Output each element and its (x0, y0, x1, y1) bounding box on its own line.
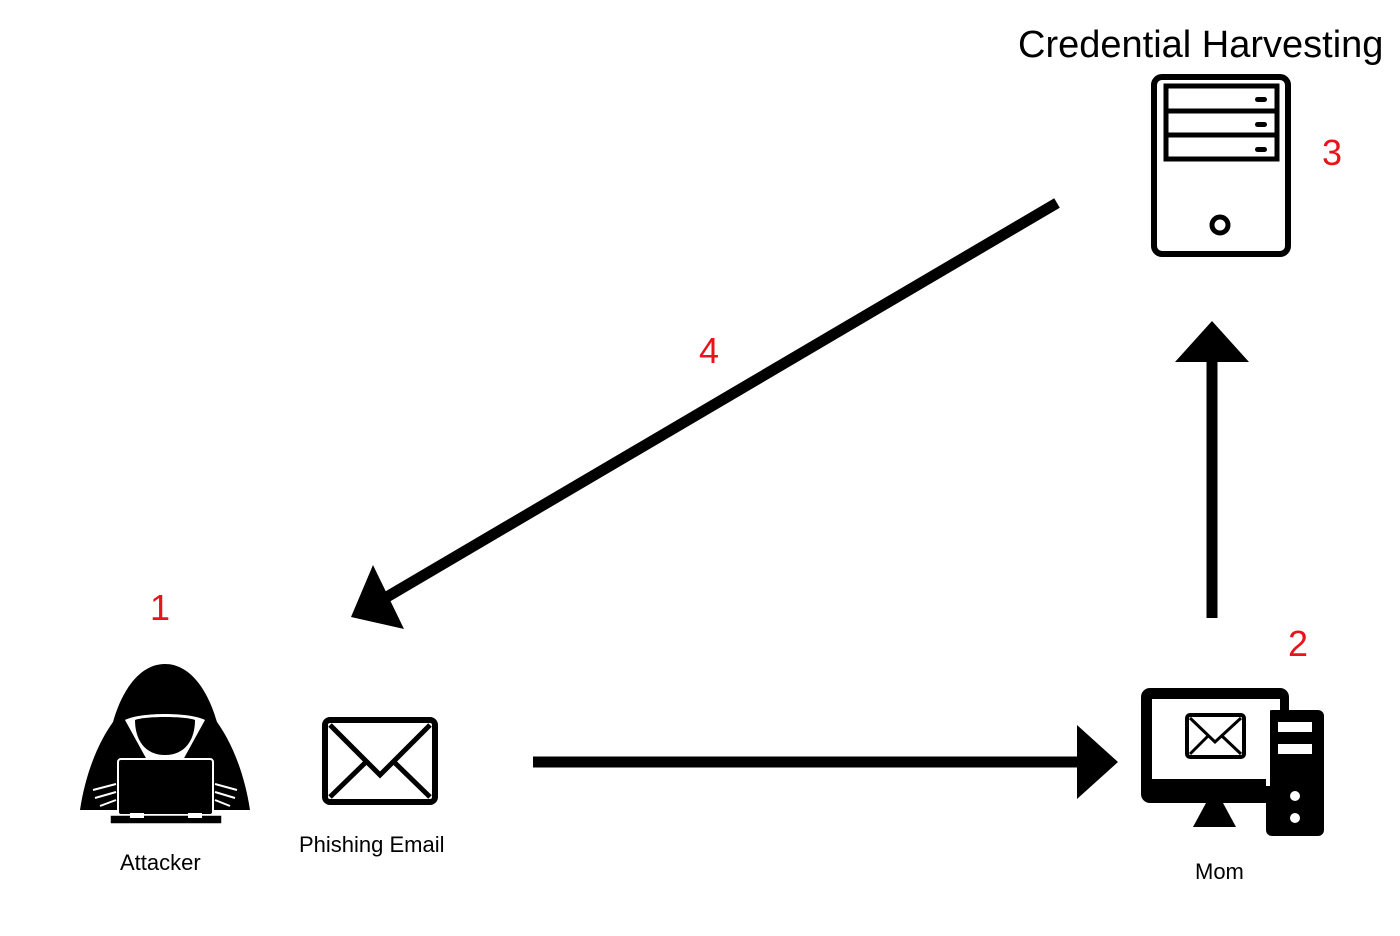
step-number-2: 2 (1288, 623, 1309, 664)
arrow-mom-to-server (1175, 321, 1249, 618)
node-label-credential-harvesting: Credential Harvesting (1018, 24, 1384, 66)
arrow-server-to-email (351, 198, 1060, 629)
server-tower-icon (1151, 74, 1291, 257)
step-number-3: 3 (1322, 132, 1343, 173)
step-number-1: 1 (150, 587, 171, 628)
node-label-attacker: Attacker (120, 850, 201, 875)
hooded-hacker-icon (80, 664, 250, 825)
arrow-email-to-mom (533, 725, 1118, 799)
node-label-phishing-email: Phishing Email (299, 832, 445, 857)
node-label-mom: Mom (1195, 859, 1244, 884)
envelope-icon (322, 717, 438, 805)
desktop-computer-email-icon (1141, 688, 1324, 836)
step-number-4: 4 (699, 330, 720, 371)
